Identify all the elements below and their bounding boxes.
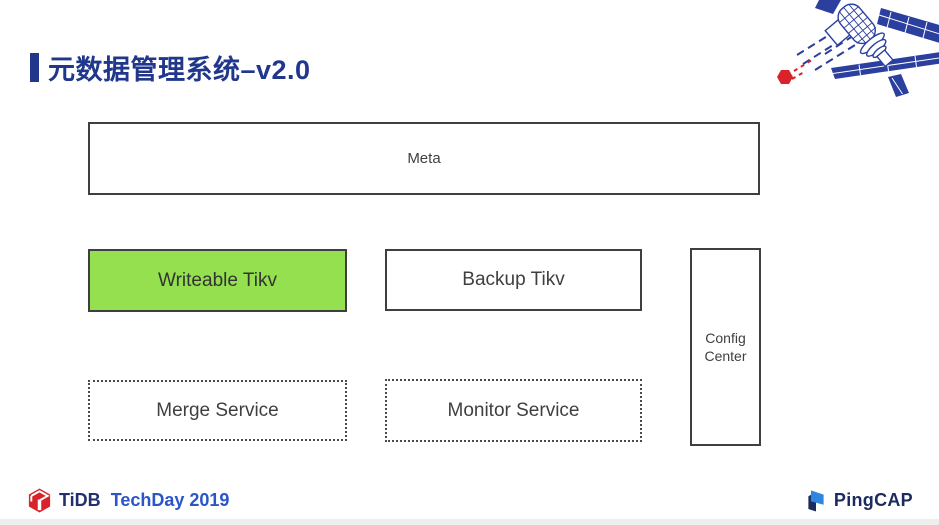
page-title-text: 元数据管理系统–v2.0: [48, 55, 311, 85]
config-center-label: Config Center: [704, 329, 747, 364]
monitor-service-label: Monitor Service: [447, 399, 580, 421]
config-center-box: Config Center: [690, 248, 761, 446]
satellite-icon: [777, 0, 939, 97]
techday-event-word: TechDay 2019: [110, 490, 230, 510]
pingcap-brand-word: PingCAP: [833, 490, 913, 510]
meta-box-label: Meta: [407, 150, 441, 167]
monitor-service-box: Monitor Service: [385, 379, 642, 442]
footer-left-text: TiDB TechDay 2019: [59, 490, 229, 511]
tidb-brand-word: TiDB: [59, 490, 101, 510]
title-accent-bar: [30, 53, 39, 82]
merge-service-box: Merge Service: [88, 380, 347, 441]
meta-box: Meta: [88, 122, 760, 195]
writeable-tikv-box: Writeable Tikv: [88, 249, 347, 312]
footer-left-brand: TiDB TechDay 2019: [26, 487, 229, 514]
backup-tikv-label: Backup Tikv: [462, 269, 565, 290]
writeable-tikv-label: Writeable Tikv: [158, 269, 277, 291]
footer-right-brand: PingCAP: [805, 487, 913, 514]
pingcap-logo-icon: [808, 490, 824, 512]
tidb-logo-icon: [28, 488, 51, 513]
page-title: 元数据管理系统–v2.0: [30, 48, 311, 87]
merge-service-label: Merge Service: [156, 399, 279, 421]
backup-tikv-box: Backup Tikv: [385, 249, 642, 311]
slide-bottom-edge: [0, 519, 939, 525]
